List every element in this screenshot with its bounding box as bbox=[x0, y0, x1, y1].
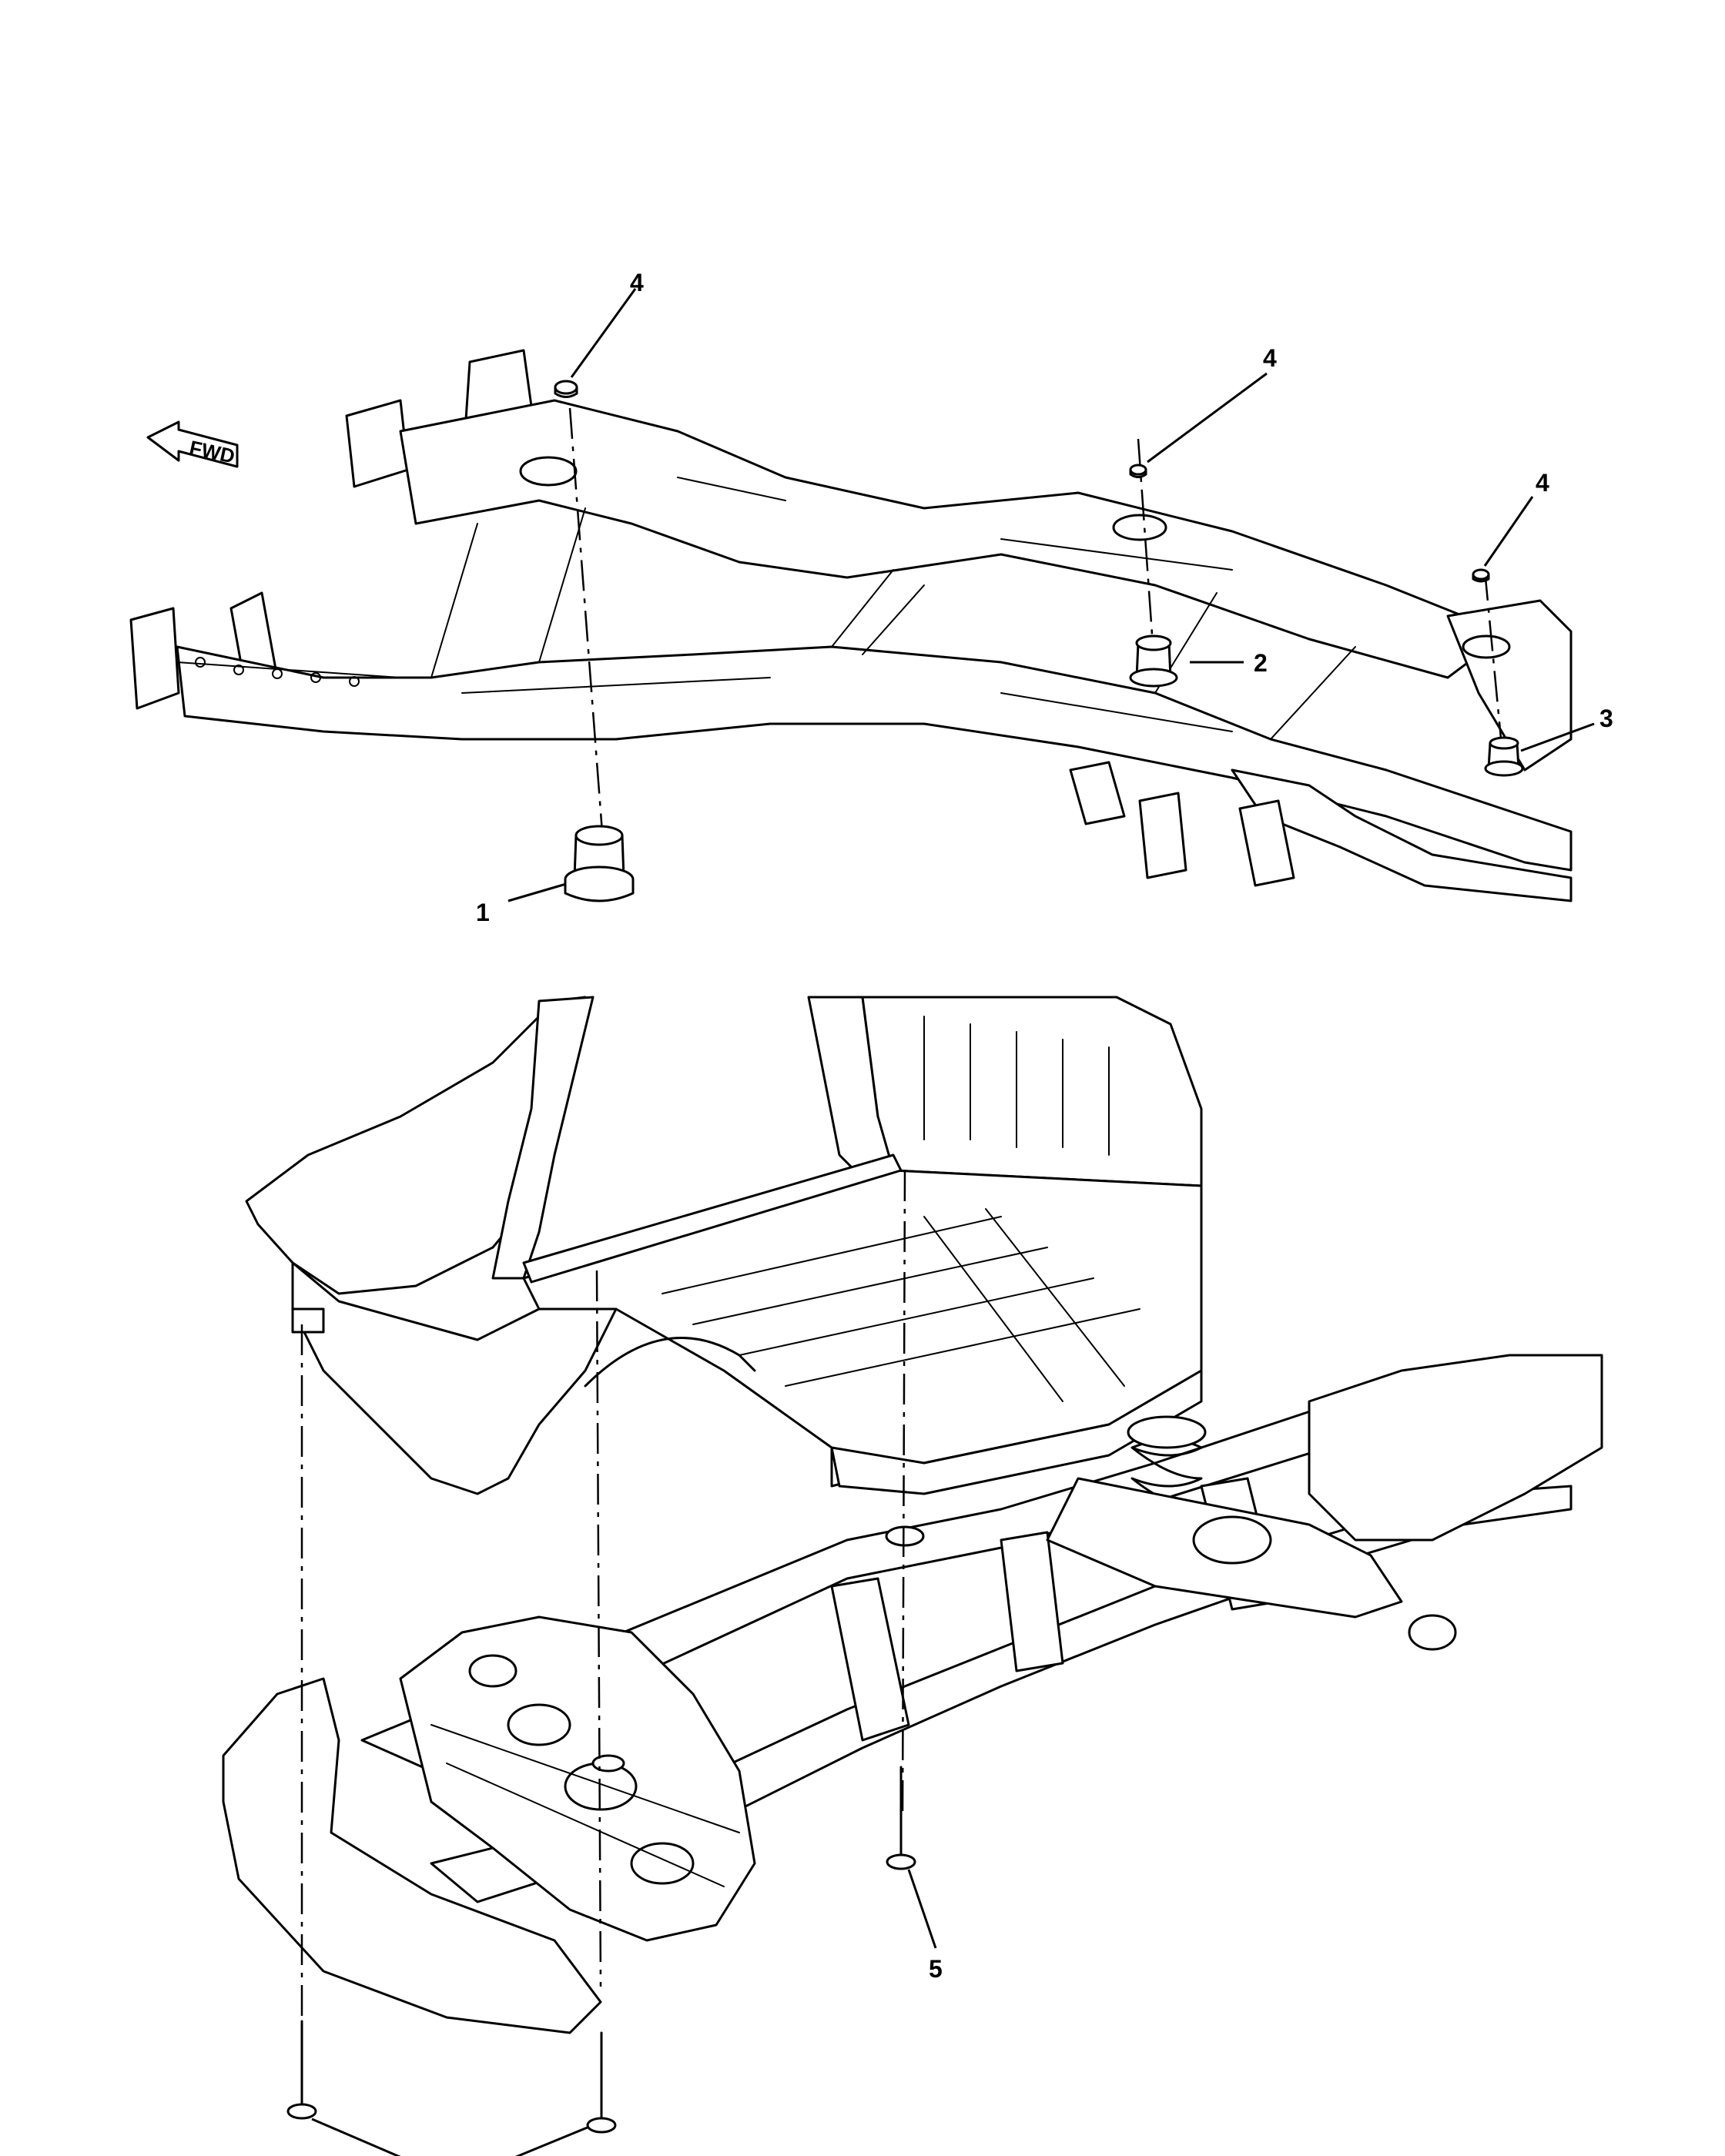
chassis-assembly bbox=[222, 1354, 1603, 2034]
body-mount-bolt-center bbox=[886, 1766, 916, 1870]
callout-3: 3 bbox=[1599, 705, 1613, 732]
callout-4-center: 4 bbox=[1263, 344, 1277, 372]
callout-1: 1 bbox=[476, 899, 490, 926]
lower-callouts: 5 5 bbox=[311, 1869, 943, 2156]
body-mount-isolator-rear bbox=[1484, 736, 1524, 777]
mount-centerlines-lower bbox=[300, 1170, 906, 2079]
frame-assembly-upper bbox=[129, 349, 1573, 902]
forward-label: FWD bbox=[187, 436, 236, 468]
callout-4-front: 4 bbox=[630, 269, 644, 296]
body-mount-nut-center bbox=[1129, 464, 1147, 478]
body-mount-isolator-center bbox=[1129, 634, 1178, 688]
forward-direction-arrow: FWD bbox=[146, 420, 239, 468]
upper-callouts: 4 4 4 2 3 1 bbox=[476, 269, 1613, 926]
callout-2: 2 bbox=[1254, 649, 1268, 677]
body-mount-bolt-front-left bbox=[286, 2020, 317, 2120]
mount-centerlines-upper bbox=[568, 407, 1505, 863]
cab-body bbox=[245, 996, 1203, 1495]
callout-4-rear: 4 bbox=[1536, 469, 1549, 497]
callout-5-center: 5 bbox=[929, 1955, 943, 1983]
body-mount-isolator-front bbox=[564, 825, 635, 902]
body-mount-nut-rear bbox=[1472, 568, 1490, 583]
body-mount-nut-front bbox=[554, 380, 578, 398]
body-mount-bolt-front-right bbox=[586, 2031, 617, 2134]
